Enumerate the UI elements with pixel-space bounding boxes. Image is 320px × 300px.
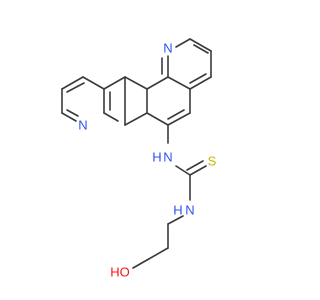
thioamide-hydrogen-atom: H xyxy=(173,203,182,218)
bond xyxy=(132,259,148,269)
bond xyxy=(186,160,204,171)
thioamide-nitrogen-atom: N xyxy=(185,203,194,218)
bond xyxy=(103,76,126,90)
bond xyxy=(103,112,119,122)
bond xyxy=(146,112,169,126)
bond xyxy=(167,215,184,225)
bond xyxy=(189,38,212,52)
sulfur-atom: S xyxy=(208,154,217,169)
bond xyxy=(61,112,77,122)
bond xyxy=(189,165,207,176)
bond xyxy=(61,76,84,90)
bond xyxy=(82,76,105,90)
amine-hydrogen-atom: H xyxy=(152,150,161,165)
nitrogen-atom-top: N xyxy=(163,41,172,56)
bond xyxy=(146,76,169,90)
bond xyxy=(124,76,148,90)
bond xyxy=(66,82,85,93)
bond xyxy=(175,38,191,48)
hydroxyl-group: HO xyxy=(110,265,130,280)
amine-nitrogen-atom: N xyxy=(163,150,172,165)
bond xyxy=(146,247,169,261)
bonds xyxy=(61,38,212,269)
bond xyxy=(175,165,191,176)
nitrogen-atom-left: N xyxy=(78,118,87,133)
bond xyxy=(193,44,209,54)
bond xyxy=(167,76,191,90)
molecule-structure: N N N H S N H HO xyxy=(61,38,217,280)
bond xyxy=(189,76,212,90)
atom-labels: N N N H S N H HO xyxy=(78,41,216,280)
bond xyxy=(189,73,207,84)
bond xyxy=(124,112,148,126)
bond xyxy=(66,109,79,117)
bond xyxy=(167,112,191,126)
bond xyxy=(167,109,185,120)
